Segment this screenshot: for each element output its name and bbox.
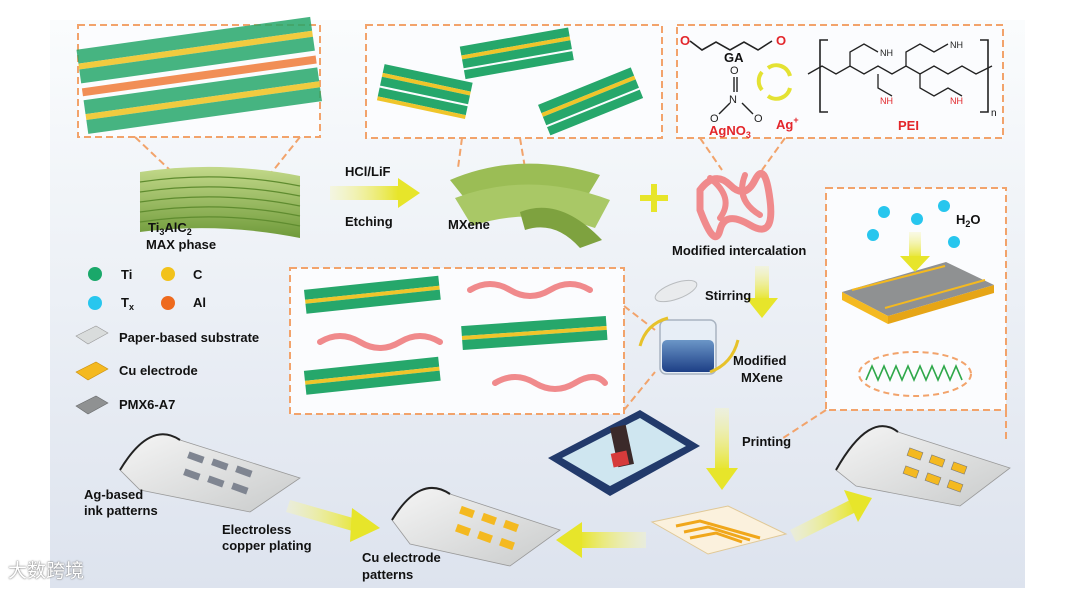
label-ti3alc2: Ti3AlC2 [148, 220, 192, 237]
legend-label-pmx: PMX6-A7 [119, 397, 176, 412]
sensor-inset [779, 187, 1007, 441]
printer [548, 410, 700, 496]
watermark: 大数跨境 [8, 560, 85, 582]
legend-al-dot [161, 296, 175, 310]
cu-electrode-sheet [391, 486, 561, 567]
arrow-to-beaker [746, 266, 778, 318]
stirring-beaker [638, 279, 740, 375]
label-hcl-lif: HCl/LiF [345, 164, 391, 179]
svg-text:O: O [730, 65, 739, 77]
legend-pmx-sheet [75, 395, 109, 415]
svg-text:NH: NH [880, 96, 893, 106]
max-phase-inset [76, 16, 322, 173]
svg-text:NH: NH [880, 48, 893, 58]
label-electroless-2: copper plating [222, 538, 312, 553]
arrow-etching [330, 178, 420, 208]
label-mxene: MXene [448, 217, 490, 232]
arrow-to-sensor [790, 490, 872, 542]
label-stirring: Stirring [705, 288, 752, 303]
svg-text:O: O [710, 113, 719, 125]
label-modified-mxene: MXene [741, 370, 783, 385]
arrow-to-cu-patterns [556, 522, 646, 558]
legend-label-tx: Tx [121, 295, 134, 312]
ag-ink-sheet [119, 433, 301, 513]
svg-text:O: O [776, 33, 786, 48]
arrow-water-down [900, 232, 930, 272]
label-ag-plus: Ag+ [776, 115, 799, 132]
legend-ti-dot [88, 267, 102, 281]
label-ga: GA [724, 50, 744, 65]
legend-c-dot [161, 267, 175, 281]
label-ag-ink-2: ink patterns [84, 503, 158, 518]
legend [75, 267, 175, 415]
sensor-sheet [835, 425, 1011, 507]
label-modified: Modified [733, 353, 787, 368]
legend-label-al: Al [193, 295, 206, 310]
label-printing: Printing [742, 434, 792, 449]
label-modified-intercalation: Modified intercalation [672, 243, 807, 258]
label-pei-n: n [991, 108, 997, 119]
label-ag-ink-1: Ag-based [84, 487, 144, 502]
max-phase-stack [139, 166, 301, 238]
legend-tx-dot [88, 296, 102, 310]
chemistry-inset: O O O N O O NH NH NH NH [676, 24, 1004, 171]
printed-electrode [650, 505, 788, 555]
intercalated-inset [289, 267, 656, 415]
legend-paper-sheet [75, 325, 109, 345]
svg-text:O: O [680, 33, 690, 48]
label-electroless-1: Electroless [222, 522, 292, 537]
svg-text:O: O [754, 113, 763, 125]
label-h2o: H2O [956, 212, 981, 229]
svg-text:NH: NH [950, 96, 963, 106]
label-etching: Etching [345, 214, 393, 229]
label-max-phase: MAX phase [146, 237, 217, 252]
arrow-printing [706, 408, 738, 490]
plus-sign [640, 184, 668, 212]
label-cu-patterns-2: patterns [362, 567, 414, 582]
label-pei: PEI [898, 118, 919, 133]
legend-label-c: C [193, 267, 203, 282]
legend-label-cu: Cu electrode [119, 363, 198, 378]
label-cu-patterns-1: Cu electrode [362, 550, 441, 565]
mxene-flakes [450, 163, 610, 248]
svg-text:N: N [729, 94, 737, 106]
legend-cu-sheet [75, 361, 109, 381]
legend-label-paper: Paper-based substrate [119, 330, 260, 345]
polymer-cluster [696, 169, 775, 241]
label-agno3: AgNO3 [709, 123, 751, 140]
legend-label-ti: Ti [121, 267, 133, 282]
mxene-inset [365, 24, 663, 169]
svg-text:NH: NH [950, 40, 963, 50]
arrow-plating [286, 500, 380, 542]
